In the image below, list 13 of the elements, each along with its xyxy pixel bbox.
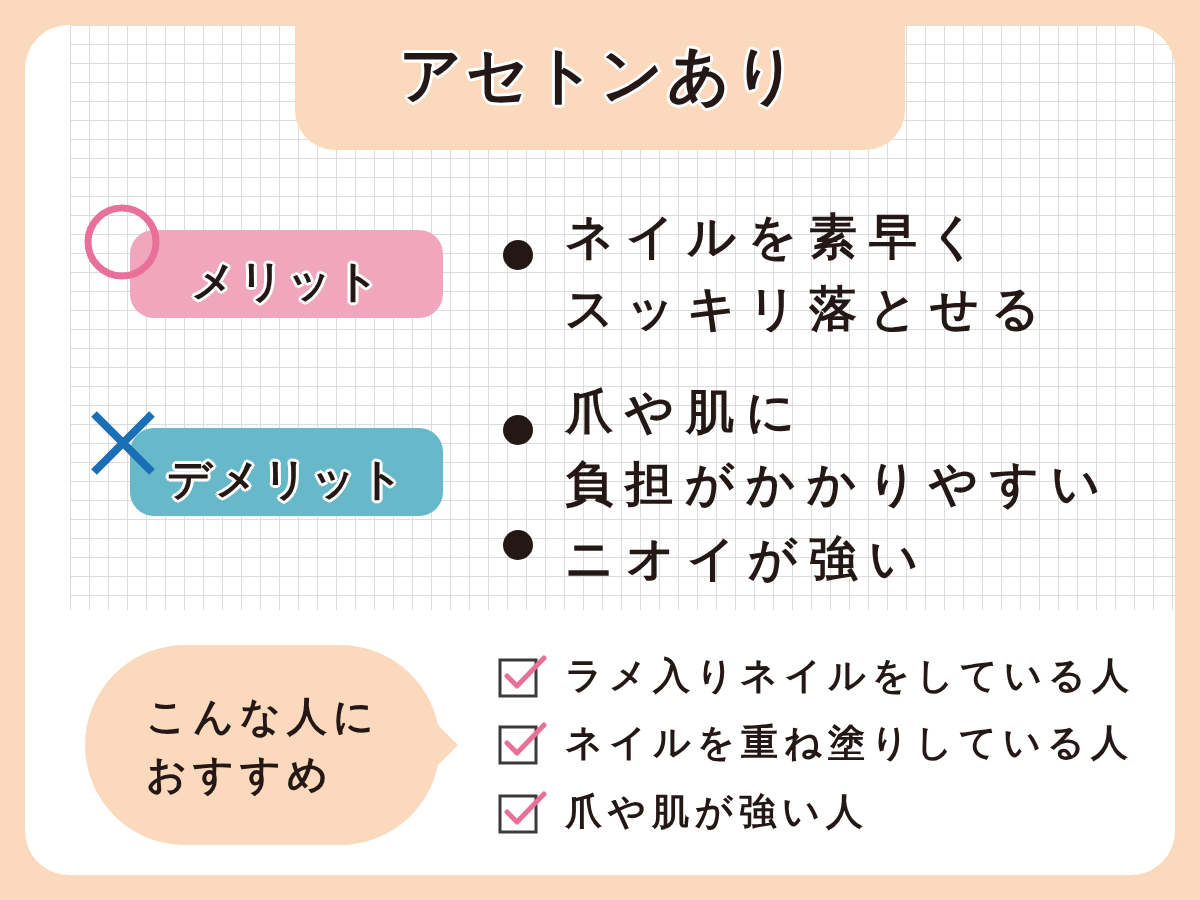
title: アセトンあり [399, 37, 801, 113]
bullet-text: 爪や肌に負担がかかりやすい [565, 382, 1112, 513]
pill-label: デメリット [166, 451, 407, 506]
speech-bubble [85, 645, 460, 845]
bullet-text: ネイルを素早くスッキリ落とせる [565, 207, 1052, 338]
pill-label: メリット [190, 253, 383, 308]
bullet-text: ニオイが強い [565, 529, 930, 588]
category-pill [130, 230, 443, 318]
checklist-text: 爪や肌が強い人 [565, 789, 869, 835]
category-pill [130, 428, 443, 516]
checklist-text: ネイルを重ね塗りしている人 [565, 720, 1134, 766]
checklist-text: ラメ入りネイルをしている人 [565, 653, 1135, 699]
bubble-text: こんな人におすすめ [145, 692, 380, 799]
